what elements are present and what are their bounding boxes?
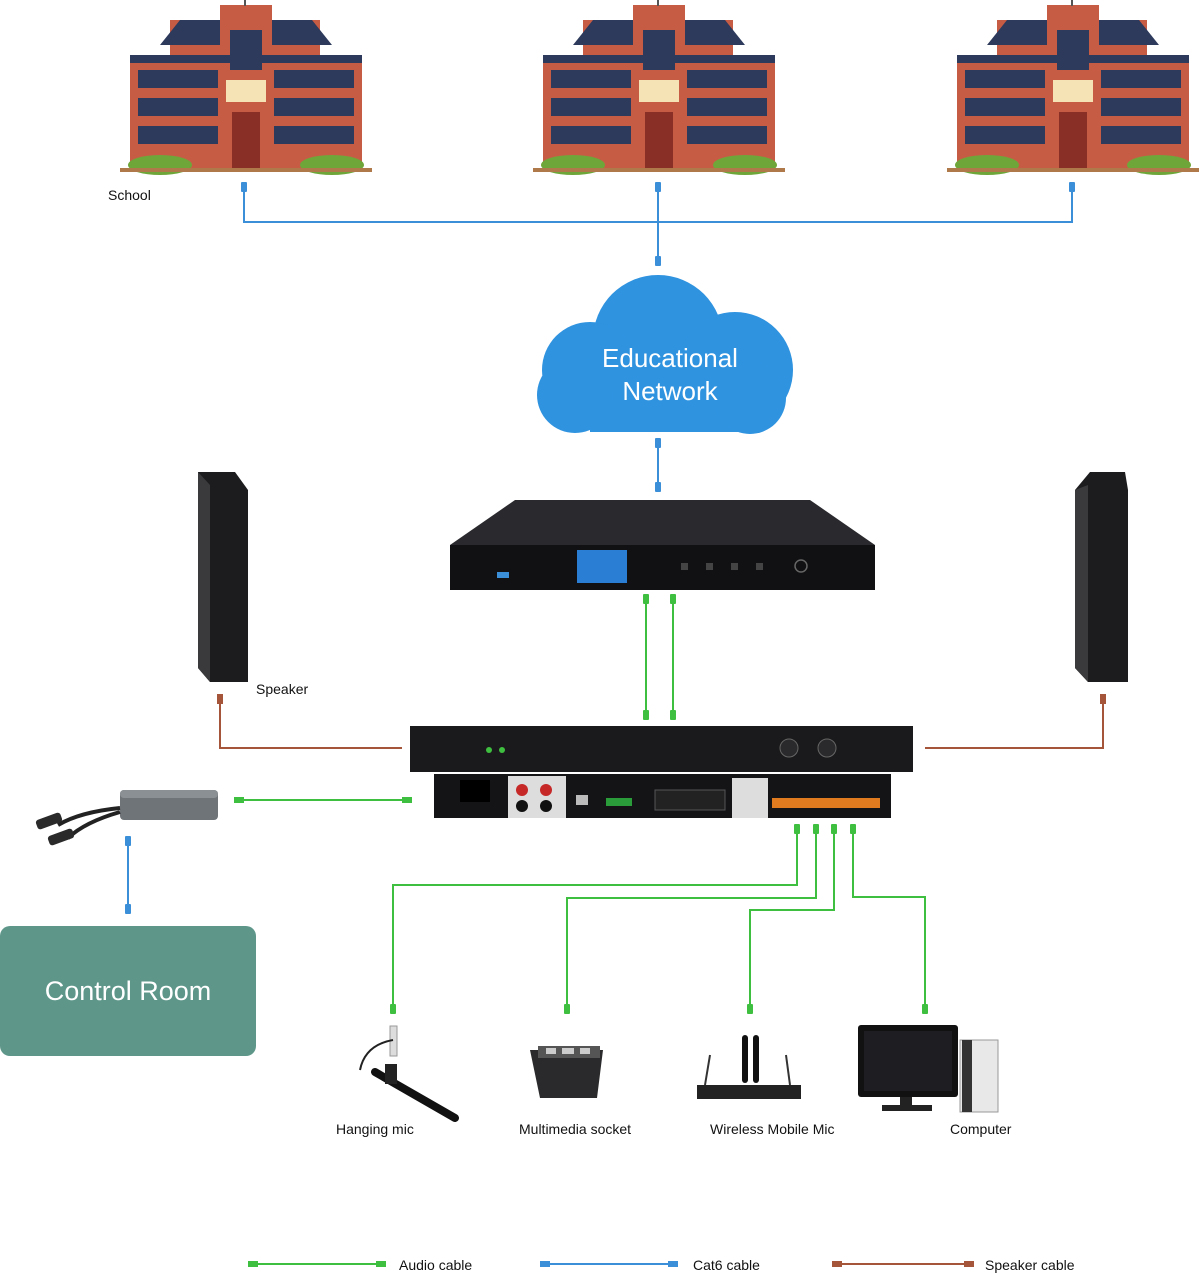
speaker-right bbox=[1075, 472, 1128, 682]
computer-label: Computer bbox=[950, 1121, 1012, 1137]
cloud-label-line1: Educational bbox=[602, 343, 738, 373]
amplifier-mixer bbox=[410, 726, 913, 818]
legend-cat6-label: Cat6 cable bbox=[693, 1257, 760, 1273]
legend-audio-line bbox=[248, 1261, 386, 1267]
computer-device bbox=[858, 1025, 999, 1113]
hanging-mic-label: Hanging mic bbox=[336, 1121, 414, 1137]
school-building-center bbox=[533, 0, 785, 175]
legend-audio-label: Audio cable bbox=[399, 1257, 473, 1273]
legend-speaker-cable: Speaker cable bbox=[832, 1252, 1092, 1276]
legend-audio-cable: Audio cable bbox=[248, 1252, 488, 1276]
legend-cat6-cable: Cat6 cable bbox=[540, 1252, 780, 1276]
speaker-label: Speaker bbox=[256, 681, 309, 697]
speaker-left bbox=[198, 472, 248, 682]
cat6-cable-school-network bbox=[243, 192, 1073, 262]
legend-speaker-label: Speaker cable bbox=[985, 1257, 1075, 1273]
cloud-label-line2: Network bbox=[622, 376, 718, 406]
control-room-label: Control Room bbox=[44, 975, 212, 1006]
network-interface-box bbox=[35, 790, 218, 846]
legend-cat6-line bbox=[540, 1261, 678, 1267]
wireless-mobile-mic-label: Wireless Mobile Mic bbox=[710, 1121, 835, 1137]
multimedia-socket-device bbox=[530, 1046, 603, 1098]
school-building-right bbox=[947, 0, 1199, 175]
educational-network-cloud bbox=[537, 275, 793, 434]
wireless-mic-device bbox=[697, 1035, 801, 1099]
legend-speaker-line bbox=[832, 1261, 974, 1267]
school-label: School bbox=[108, 187, 151, 203]
network-server bbox=[450, 500, 875, 590]
speaker-cable bbox=[219, 698, 1104, 749]
educational-network-label: Educational Network bbox=[560, 342, 780, 408]
multimedia-socket-label: Multimedia socket bbox=[519, 1121, 632, 1137]
control-room-box: Control Room bbox=[0, 926, 256, 1056]
school-building-left bbox=[120, 0, 372, 175]
audio-cable-devices bbox=[392, 830, 926, 1010]
audio-cable-server-amplifier bbox=[645, 600, 674, 715]
hanging-mic-device bbox=[359, 1025, 459, 1122]
